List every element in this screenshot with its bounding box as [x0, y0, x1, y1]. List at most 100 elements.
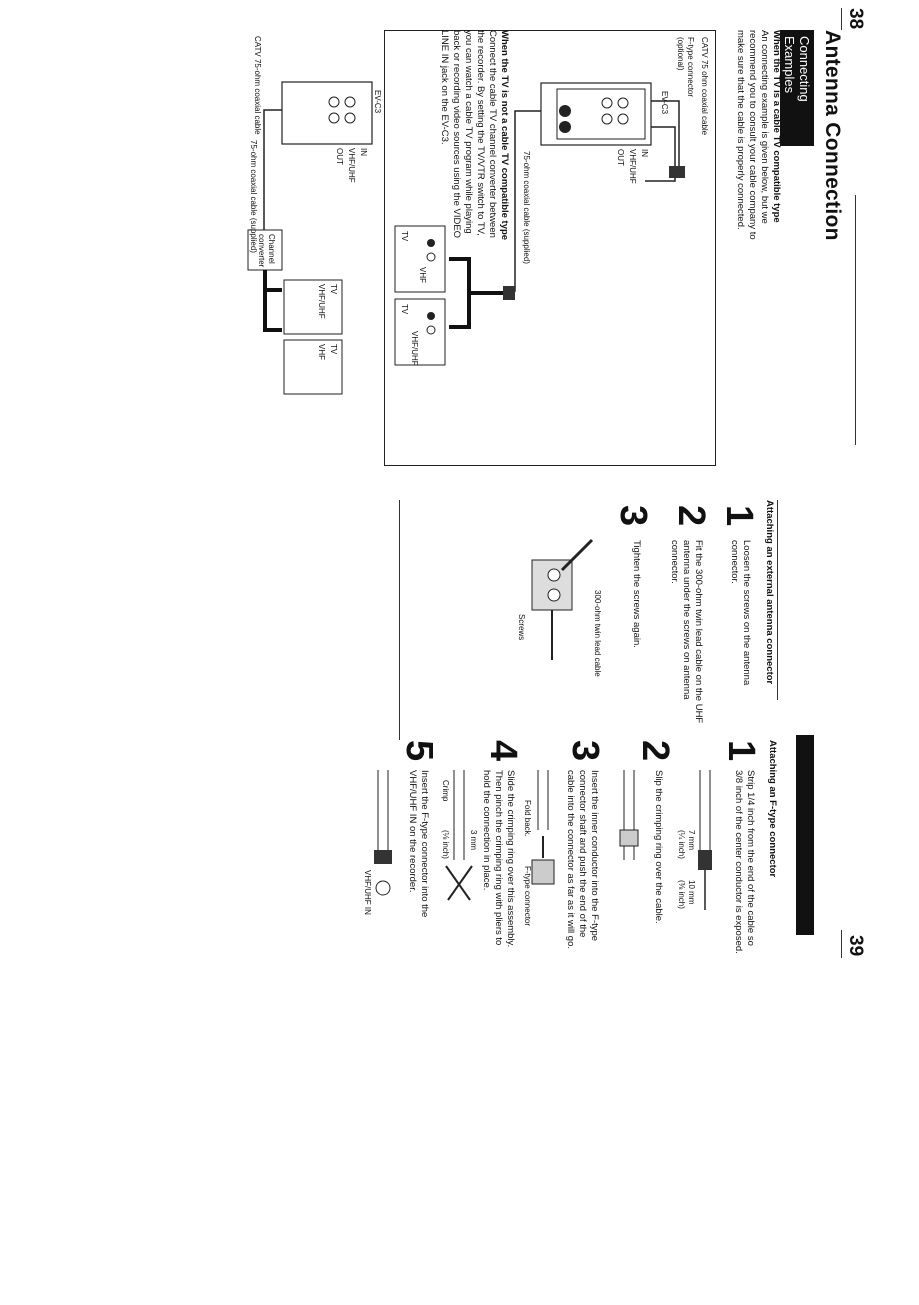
ftype-step-line: Then pinch the crimping ring with pliers…	[493, 770, 504, 946]
crimp-figure: 3 mm (⅛ inch) Crimp	[438, 770, 478, 920]
converter-label: converter	[257, 234, 266, 268]
not-compatible-line: Connect the cable TV channel converter b…	[487, 30, 498, 238]
compatible-line: recommend you to consult your cable comp…	[747, 30, 758, 240]
tv2-label: TV	[400, 304, 409, 315]
f-type-label: F-type connector	[523, 866, 532, 927]
compatible-line: An connecting example is given below, bu…	[759, 30, 770, 224]
not-compatible-line: LINE IN jack on the EV-C3.	[439, 30, 450, 145]
external-step-text: Tighten the screws again.	[630, 540, 642, 648]
ftype-step-text: Insert the inner conductor into the F-ty…	[564, 770, 600, 949]
ftype-step-line: Slip the crimping ring over the cable.	[653, 770, 664, 924]
strip-measure: (¼ inch)	[677, 830, 686, 859]
not-compatible-line: the recorder. By setting the TV/VTR swit…	[475, 30, 486, 236]
page-number-left: 38	[845, 8, 866, 30]
strip-measure: (⅜ inch)	[677, 880, 686, 909]
ftype-step-text: Insert the F-type connector into the VHF…	[406, 770, 430, 917]
port-label: VHF/UHF	[347, 148, 356, 183]
external-step-line: antenna under the screws on antenna	[681, 540, 692, 700]
coax-supplied-label: 75-ohm coaxial cable (supplied)	[522, 151, 531, 264]
section-band: Connecting Examples	[780, 30, 814, 146]
external-step-text: Loosen the screws on the antenna connect…	[728, 540, 752, 685]
page-number-right-rule	[841, 930, 842, 958]
external-step-line: connector.	[669, 540, 680, 584]
not-compatible-heading: When the TV is not a cable TV compatible…	[499, 30, 510, 241]
compatible-diagram: EV-C3 IN VHF/UHF OUT F-type connector (o…	[384, 30, 716, 466]
out-label: OUT	[616, 149, 625, 166]
fold-back-label: Fold back.	[523, 800, 532, 837]
ftype-step-text: Strip 1/4 inch from the end of the cable…	[732, 770, 756, 954]
crimp-ring-illustration	[619, 770, 639, 860]
ftype-step-line: Strip 1/4 inch from the end of the cable…	[745, 770, 756, 946]
external-step-text: Fit the 300-ohm twin lead cable on the U…	[668, 540, 704, 723]
pliers-illustration	[445, 770, 473, 901]
strip-measure: 10 mm	[687, 880, 696, 905]
strip-measure: 7 mm	[687, 830, 696, 850]
compatible-heading: When the TV is a cable TV compatible typ…	[771, 30, 782, 223]
ftype-step-line: hold the connection in place.	[481, 770, 492, 891]
ftype-step-line: Insert the F-type connector into the	[419, 770, 430, 918]
cable-strip-illustration	[698, 770, 712, 910]
ftype-step-line: Slide the crimping ring over this assemb…	[505, 770, 516, 948]
external-step-line: Fit the 300-ohm twin lead cable on the U…	[693, 540, 704, 724]
converter-label: Channel	[267, 234, 276, 264]
strip-figure: 7 mm (¼ inch) 10 mm (⅜ inch)	[677, 770, 730, 920]
ftype-step-line: VHF/UHF IN on the recorder.	[407, 770, 418, 893]
antenna-connector-illustration	[531, 538, 594, 660]
vhf-uhf-in-label: VHF/UHF IN	[363, 870, 372, 915]
tv1-label: TV	[400, 231, 409, 242]
ftype-step-line: connector shaft and push the end of the	[577, 770, 588, 938]
insert-f-type-figure: VHF/UHF IN	[362, 770, 402, 920]
not-compatible-line: you can watch a cable TV program while p…	[463, 30, 474, 234]
device-label: EV-C3	[660, 91, 669, 115]
f-connector-illustration	[531, 770, 555, 885]
external-antenna-figure: 300-ohm twin lead cable Screws	[512, 530, 602, 677]
catv-label: CATV 75-ohm coaxial cable	[253, 36, 262, 135]
crimp-measure: 3 mm	[469, 830, 478, 850]
compatible-wiring-svg	[394, 82, 685, 366]
out-label: OUT	[335, 148, 344, 165]
external-step-number: 2	[670, 505, 712, 527]
compatible-text-block: When the TV is a cable TV compatible typ…	[734, 30, 782, 270]
external-bottom-rule	[399, 500, 400, 740]
ftype-step-line: 3/8 inch of the center conductor is expo…	[733, 770, 744, 954]
ftype-step-number: 5	[398, 740, 440, 762]
external-step-number: 3	[612, 505, 654, 527]
external-antenna-block: Attaching an external antenna connector	[763, 500, 778, 700]
page-number-right: 39	[845, 935, 866, 957]
right-band	[796, 735, 814, 935]
not-compatible-wiring-svg	[247, 81, 373, 395]
ftype-step-number: 3	[564, 740, 606, 762]
external-step-line: connector.	[729, 540, 740, 584]
tv1-port-label: VHF	[418, 267, 427, 283]
page-title: Antenna Connection	[821, 30, 844, 241]
tv1-port-label: VHF/UHF	[317, 284, 326, 319]
crimp-ring-figure	[608, 770, 648, 910]
crimp-label: Crimp	[441, 780, 450, 802]
vhf-uhf-in-illustration	[374, 770, 392, 896]
screws-label: Screws	[517, 614, 526, 641]
tv1-label: TV	[329, 284, 338, 295]
external-step-number: 1	[718, 505, 760, 527]
in-label: IN	[359, 148, 368, 156]
f-connector-label: F-type connector	[686, 37, 695, 98]
tv2-port-label: VHF/UHF	[410, 331, 419, 366]
twin-lead-label: 300-ohm twin lead cable	[593, 590, 602, 677]
ftype-step-text: Slide the crimping ring over this assemb…	[480, 770, 516, 947]
device-label: EV-C3	[373, 90, 382, 114]
ftype-step-line: cable into the connector as far as it wi…	[565, 770, 576, 950]
compatible-line: make sure that the cable is properly con…	[735, 30, 746, 230]
ftype-heading: Attaching an F-type connector	[767, 740, 778, 878]
external-step-line: Tighten the screws again.	[631, 540, 642, 648]
title-rule	[855, 195, 856, 445]
ftype-step-text: Slip the crimping ring over the cable.	[652, 770, 664, 924]
optional-label: (optional)	[676, 37, 685, 71]
insert-conductor-figure: F-type connector Fold back.	[522, 770, 562, 926]
ftype-step-number: 4	[482, 740, 524, 762]
catv-label: CATV 75 ohm coaxial cable	[700, 37, 709, 136]
in-label: IN	[640, 149, 649, 157]
tv2-label: TV	[329, 344, 338, 355]
ftype-step-number: 1	[720, 740, 762, 762]
rotated-spread: 38 Antenna Connection Connecting Example…	[230, 0, 870, 960]
not-compatible-diagram: EV-C3 IN VHF/UHF OUT CATV 75-ohm coaxial…	[242, 30, 382, 464]
